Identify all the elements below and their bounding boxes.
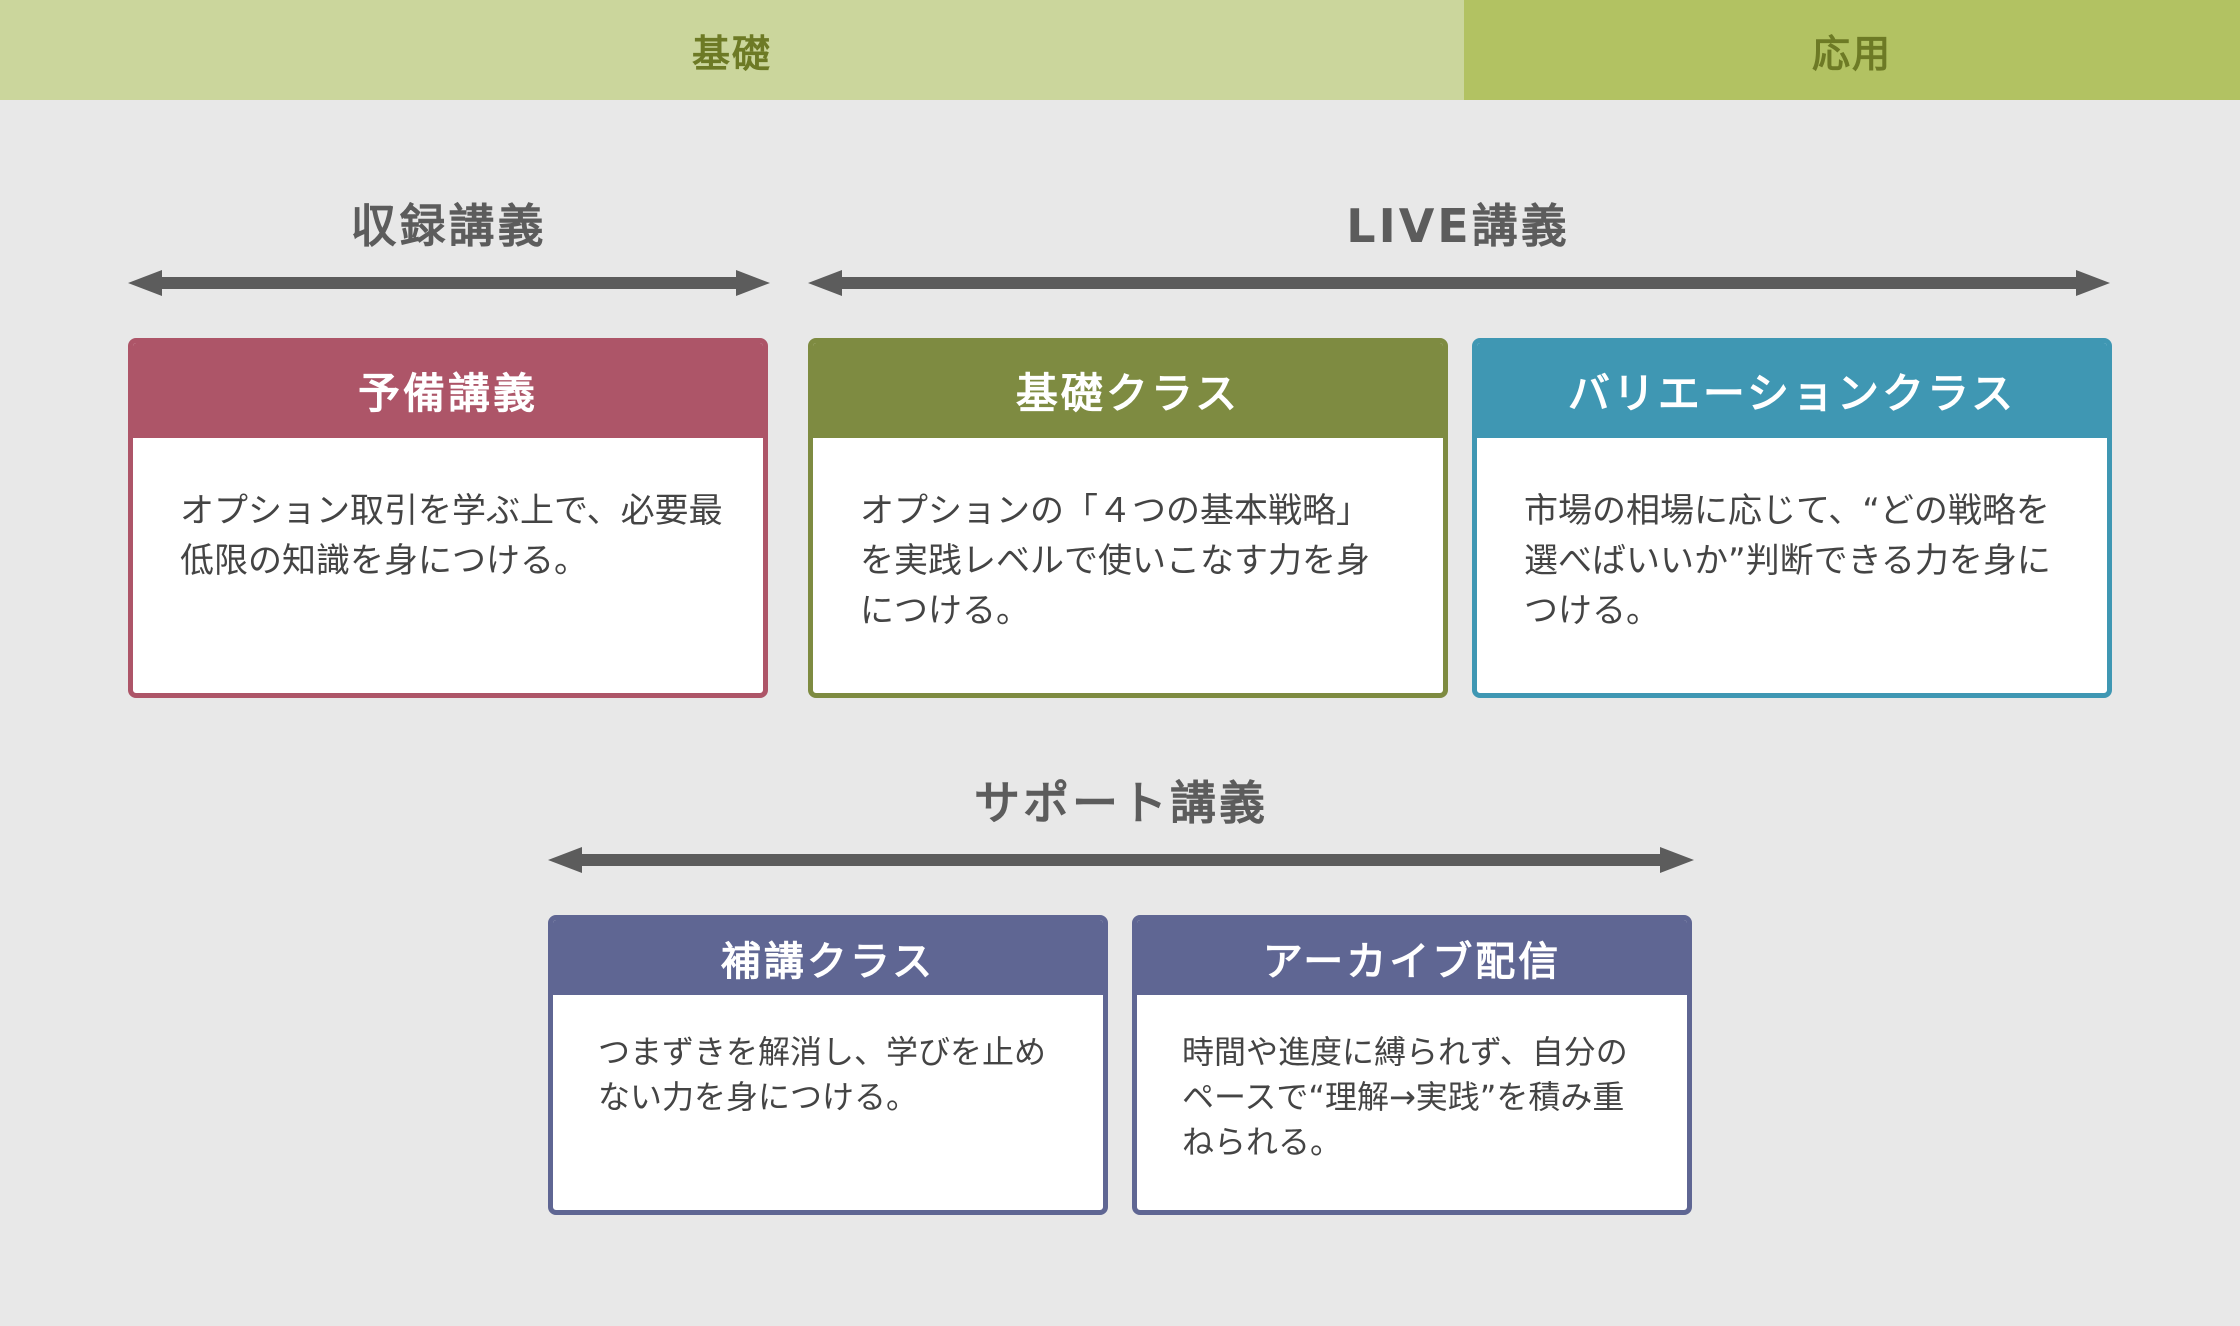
card-variation-class-title: バリエーションクラス	[1567, 369, 2017, 418]
support-range-arrow	[548, 847, 1694, 873]
card-supplementary-class-title: 補講クラス	[720, 938, 936, 985]
card-basic-class-header: 基礎クラス	[813, 343, 1443, 438]
card-archive-streaming-title: アーカイブ配信	[1262, 938, 1562, 985]
card-preparatory-lecture: 予備講義 オプション取引を学ぶ上で、必要最低限の知識を身につける。	[128, 338, 768, 698]
card-supplementary-class-header: 補講クラス	[553, 920, 1103, 995]
card-archive-streaming: アーカイブ配信 時間や進度に縛られず、自分のペースで“理解→実践”を積み重ねられ…	[1132, 915, 1692, 1215]
level-band-basic: 基礎	[0, 0, 1464, 100]
section-title-support-label: サポート講義	[974, 776, 1268, 830]
level-band-basic-label: 基礎	[691, 31, 772, 76]
level-band-applied: 応用	[1464, 0, 2240, 100]
card-preparatory-lecture-header: 予備講義	[133, 343, 763, 438]
card-archive-streaming-header: アーカイブ配信	[1137, 920, 1687, 995]
section-title-recorded: 収録講義	[130, 193, 767, 253]
card-basic-class: 基礎クラス オプションの「４つの基本戦略」を実践レベルで使いこなす力を身につける…	[808, 338, 1448, 698]
card-preparatory-lecture-title: 予備講義	[357, 369, 538, 418]
card-supplementary-class: 補講クラス つまずきを解消し、学びを止めない力を身につける。	[548, 915, 1108, 1215]
level-band-applied-label: 応用	[1811, 31, 1892, 76]
card-preparatory-lecture-text: オプション取引を学ぶ上で、必要最低限の知識を身につける。	[180, 491, 723, 581]
card-variation-class: バリエーションクラス 市場の相場に応じて、“どの戦略を選べばいいか”判断できる力…	[1472, 338, 2112, 698]
card-basic-class-text: オプションの「４つの基本戦略」を実践レベルで使いこなす力を身につける。	[860, 491, 1370, 631]
section-title-support: サポート講義	[548, 770, 1694, 830]
card-variation-class-text: 市場の相場に応じて、“どの戦略を選べばいいか”判断できる力を身につける。	[1524, 491, 2051, 631]
card-archive-streaming-text: 時間や進度に縛られず、自分のペースで“理解→実践”を積み重ねられる。	[1182, 1033, 1628, 1161]
card-variation-class-header: バリエーションクラス	[1477, 343, 2107, 438]
card-supplementary-class-text: つまずきを解消し、学びを止めない力を身につける。	[598, 1033, 1047, 1116]
live-range-arrow	[808, 270, 2110, 296]
section-title-recorded-label: 収録講義	[350, 199, 547, 253]
section-title-live: LIVE講義	[808, 193, 2108, 253]
section-title-live-label: LIVE講義	[1346, 199, 1570, 253]
recorded-range-arrow	[128, 270, 770, 296]
card-basic-class-title: 基礎クラス	[1015, 369, 1241, 418]
